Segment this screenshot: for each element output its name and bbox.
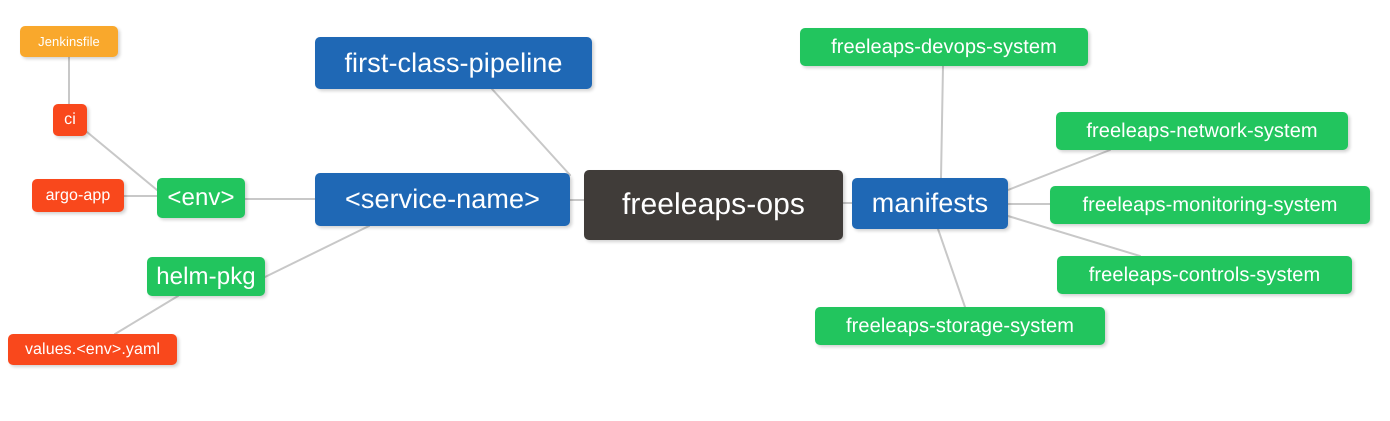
node-label: <service-name> <box>345 184 540 214</box>
mindmap-node-values[interactable]: values.<env>.yaml <box>8 334 177 365</box>
mindmap-node-env[interactable]: <env> <box>157 178 245 218</box>
edge-manifests-to-storage <box>937 228 966 308</box>
edge-service-to-pipeline <box>491 88 571 176</box>
edge-service-to-helm <box>264 225 370 278</box>
node-label: Jenkinsfile <box>38 34 100 49</box>
mindmap-node-devops[interactable]: freeleaps-devops-system <box>800 28 1088 66</box>
mindmap-node-helm[interactable]: helm-pkg <box>147 257 265 296</box>
mindmap-node-service[interactable]: <service-name> <box>315 173 570 226</box>
mindmap-node-argo[interactable]: argo-app <box>32 179 124 212</box>
mindmap-node-pipeline[interactable]: first-class-pipeline <box>315 37 592 89</box>
node-label: freeleaps-network-system <box>1086 120 1318 142</box>
node-label: freeleaps-ops <box>621 188 806 221</box>
mindmap-node-controls[interactable]: freeleaps-controls-system <box>1057 256 1352 294</box>
node-label: freeleaps-controls-system <box>1088 264 1321 286</box>
mindmap-node-manifests[interactable]: manifests <box>852 178 1008 229</box>
mindmap-node-ci[interactable]: ci <box>53 104 87 136</box>
node-label: first-class-pipeline <box>344 47 563 78</box>
node-label: freeleaps-devops-system <box>831 36 1057 58</box>
mindmap-node-monitoring[interactable]: freeleaps-monitoring-system <box>1050 186 1370 224</box>
node-label: <env> <box>167 184 235 211</box>
mindmap-node-jenkins[interactable]: Jenkinsfile <box>20 26 118 57</box>
node-label: helm-pkg <box>156 262 256 290</box>
edge-manifests-to-devops <box>940 65 944 179</box>
edge-helm-to-values <box>114 295 179 335</box>
mindmap-node-root[interactable]: freeleaps-ops <box>584 170 843 240</box>
edge-manifests-to-network <box>1007 149 1111 191</box>
node-label: ci <box>64 111 76 128</box>
mindmap-node-storage[interactable]: freeleaps-storage-system <box>815 307 1105 345</box>
node-label: freeleaps-storage-system <box>845 315 1075 337</box>
node-label: values.<env>.yaml <box>24 340 161 358</box>
node-label: manifests <box>871 188 989 218</box>
node-label: argo-app <box>45 186 111 204</box>
mindmap-node-network[interactable]: freeleaps-network-system <box>1056 112 1348 150</box>
node-label: freeleaps-monitoring-system <box>1082 194 1338 216</box>
